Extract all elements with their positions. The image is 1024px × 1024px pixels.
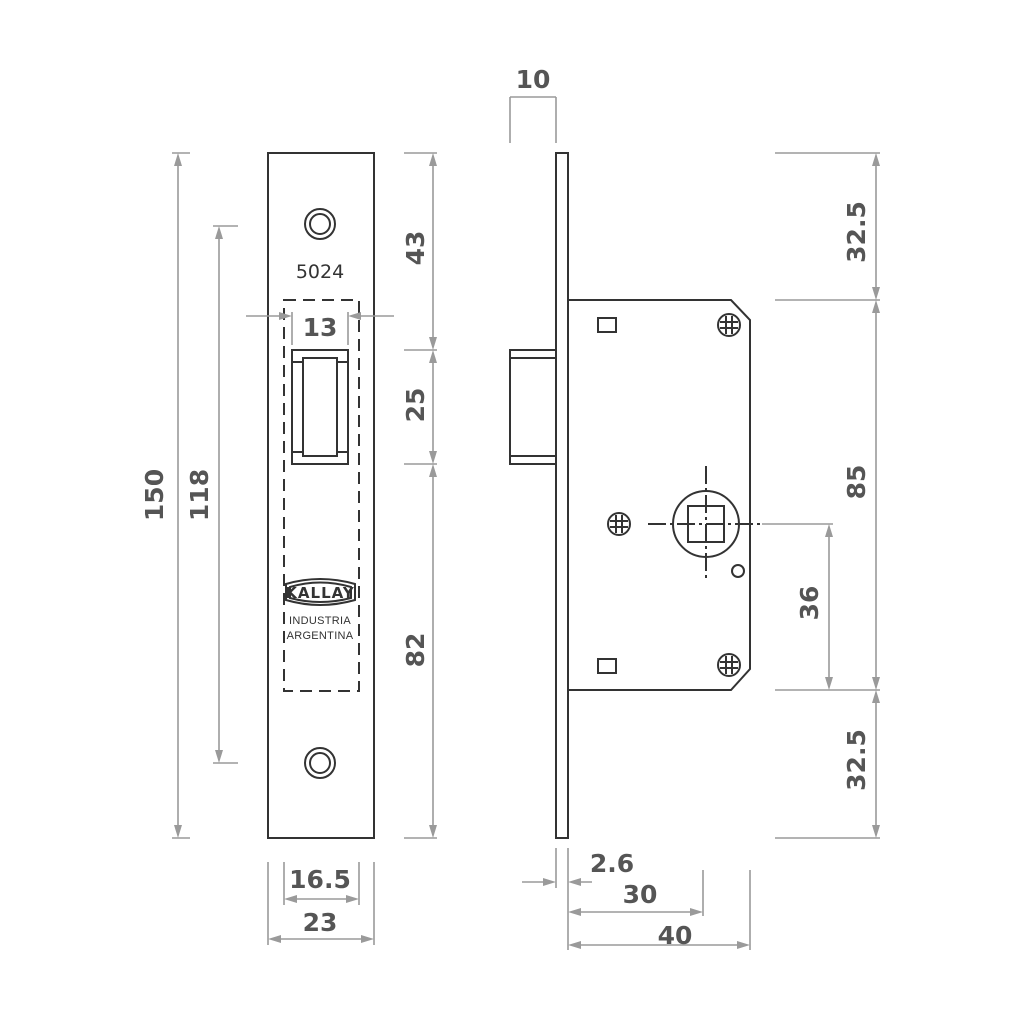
faceplate-edge	[555, 152, 569, 839]
lock-side-view	[509, 152, 762, 839]
svg-text:40: 40	[658, 921, 693, 950]
dim-spindle-height: 36	[762, 523, 833, 690]
latch-bolt	[291, 349, 349, 465]
svg-text:30: 30	[623, 880, 658, 909]
dim-depths: 2.6 30 40	[522, 848, 751, 950]
rivet-bottom	[597, 658, 617, 674]
svg-text:118: 118	[185, 469, 214, 521]
dim-latch-width: 13	[246, 312, 394, 345]
hidden-case-outline	[283, 299, 360, 692]
faceplate-outline	[267, 152, 375, 839]
svg-text:13: 13	[303, 313, 338, 342]
bottom-screw-hole-outer	[304, 747, 336, 779]
model-number: 5024	[296, 261, 344, 283]
top-screw-hole-outer	[304, 208, 336, 240]
svg-text:82: 82	[401, 633, 430, 668]
case-screw-top-icon	[717, 313, 741, 337]
latch-projection	[509, 349, 557, 465]
spindle-hub	[648, 466, 762, 582]
svg-text:32.5: 32.5	[842, 729, 871, 791]
dim-screw-spacing: 118	[185, 225, 238, 764]
lock-case	[568, 299, 751, 691]
svg-text:85: 85	[842, 465, 871, 500]
top-screw-hole-inner	[309, 213, 331, 235]
svg-text:10: 10	[516, 65, 551, 94]
svg-text:23: 23	[303, 908, 338, 937]
dim-right-stack: 43 25 82	[401, 152, 437, 839]
svg-text:36: 36	[795, 586, 824, 621]
svg-text:25: 25	[401, 388, 430, 423]
svg-text:16.5: 16.5	[289, 865, 351, 894]
svg-text:43: 43	[401, 231, 430, 266]
svg-text:150: 150	[140, 469, 169, 521]
faceplate-front-view: 5024 KALLAY INDUSTRIA ARGENTINA	[267, 152, 375, 839]
dim-case-stack: 32.5 85 32.5	[775, 152, 880, 839]
case-screw-middle-icon	[607, 512, 631, 536]
dim-faceplate-widths: 16.5 23	[267, 862, 375, 945]
origin-line-2: ARGENTINA	[287, 630, 354, 642]
dim-total-height: 150	[140, 152, 190, 839]
origin-line-1: INDUSTRIA	[289, 615, 351, 627]
dim-faceplate-thickness: 10	[509, 65, 557, 143]
rivet-top	[597, 317, 617, 333]
svg-text:2.6: 2.6	[590, 849, 634, 878]
brand-badge: KALLAY	[285, 578, 356, 606]
svg-text:32.5: 32.5	[842, 201, 871, 263]
case-screw-bottom-icon	[717, 653, 741, 677]
brand-name: KALLAY	[285, 584, 355, 602]
bottom-screw-hole-inner	[309, 752, 331, 774]
